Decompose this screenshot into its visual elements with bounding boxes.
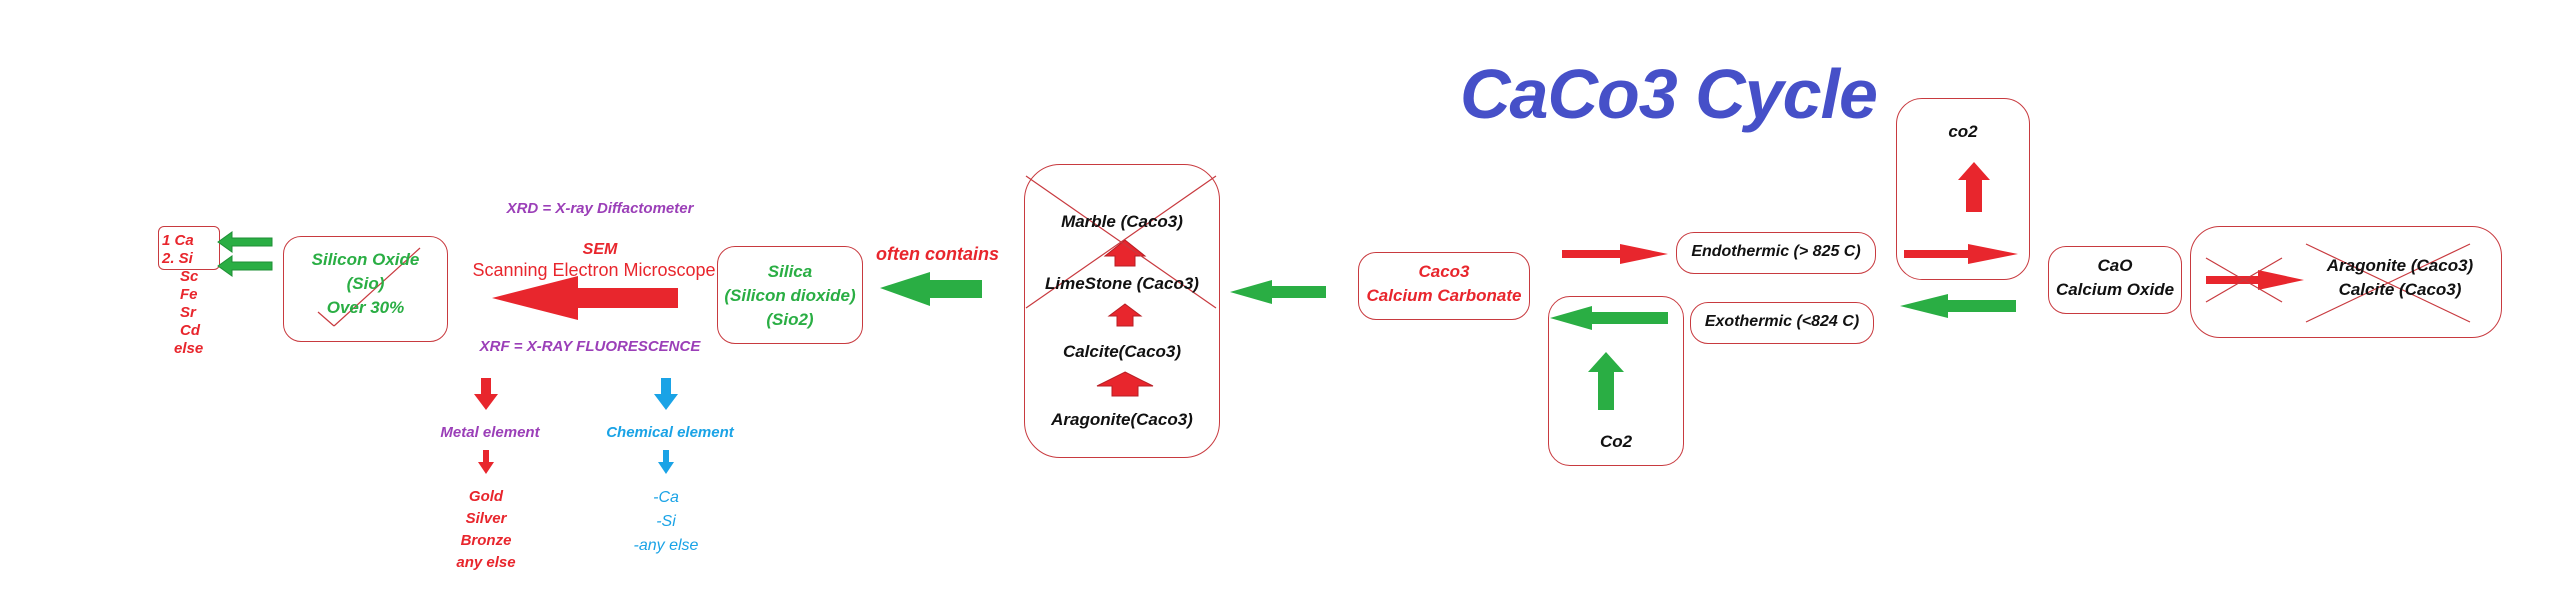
aragonite-calcite-box: [2190, 226, 2502, 338]
green-up-arrow-co2: [1588, 352, 1624, 410]
co2-bottom-label: Co2: [1599, 432, 1633, 451]
silica-line3: (Sio2): [766, 310, 814, 329]
silicon-oxide-line2: (Sio): [346, 274, 385, 293]
elements-list-box: [158, 226, 220, 270]
element-si: 2. Si: [162, 250, 193, 267]
green-arrow-to-si: [217, 255, 273, 277]
chemical-ca: -Ca: [653, 489, 679, 506]
green-arrow-from-cao: [1900, 294, 2016, 318]
chemical-list: -Ca -Si -any else: [600, 486, 732, 558]
silica-box: [717, 246, 863, 344]
chemical-si: -Si: [656, 513, 676, 530]
element-fe: Fe: [180, 286, 198, 303]
rocks-box: [1024, 164, 1220, 458]
silicon-oxide-line3: Over 30%: [326, 298, 405, 317]
red-arrow-aragonite-to-cao: [2206, 270, 2304, 290]
caco3-line2: Calcium Carbonate: [1366, 286, 1522, 305]
metal-list: Gold Silver Bronze any else: [420, 486, 552, 574]
green-arrow-exothermic: [1550, 306, 1668, 330]
element-cd: Cd: [180, 322, 200, 339]
element-sr: Sr: [180, 304, 196, 321]
metal-gold: Gold: [468, 488, 504, 505]
endothermic-label: Endothermic (> 825 C): [1691, 243, 1861, 260]
element-sc: Sc: [180, 268, 199, 285]
endothermic-box: [1676, 232, 1876, 274]
metal-any-else: any else: [456, 554, 516, 571]
elements-list: 1 Ca 2. Si Sc Fe Sr Cd else: [162, 232, 218, 358]
red-arrow-to-endothermic: [1562, 244, 1668, 264]
xrd-label: XRD = X-ray Diffactometer: [506, 200, 694, 217]
blue-down-arrow-chemical: [654, 378, 678, 410]
exothermic-label: Exothermic (<824 C): [1704, 313, 1860, 330]
caco3-box: [1358, 252, 1530, 320]
chemical-element-label: Chemical element: [606, 424, 734, 441]
co2-top-box: [1896, 98, 2030, 280]
aragonite-calcite-line2: Calcite (Caco3): [2338, 280, 2462, 299]
sem-full: Scanning Electron Microscope: [472, 260, 716, 280]
red-up-arrow-calcite: [1107, 303, 1143, 327]
blue-down-arrow-chemical-list: [658, 450, 674, 474]
silicon-oxide-line1: Silicon Oxide: [311, 250, 420, 269]
green-arrow-to-rocks: [1230, 280, 1326, 304]
co2-bottom-box: [1548, 296, 1684, 466]
xrf-label: XRF = X-RAY FLUORESCENCE: [479, 338, 701, 355]
rock-calcite: Calcite(Caco3): [1062, 342, 1182, 361]
element-else: else: [174, 340, 204, 357]
cao-line1: CaO: [2097, 256, 2133, 275]
aragonite-calcite-line1: Aragonite (Caco3): [2326, 256, 2474, 275]
metal-element-label: Metal element: [440, 424, 540, 441]
silicon-oxide-box: [283, 236, 448, 342]
green-arrow-often-contains: [880, 272, 982, 306]
green-arrow-to-ca: [217, 231, 273, 253]
silica-line1: Silica: [767, 262, 813, 281]
caco3-line1: Caco3: [1418, 262, 1470, 281]
red-arrow-to-silicon-oxide: [492, 276, 678, 320]
metal-bronze: Bronze: [460, 532, 512, 549]
chemical-any-else: -any else: [633, 537, 699, 554]
rock-aragonite: Aragonite(Caco3): [1051, 410, 1193, 429]
sem-title: SEM: [582, 241, 618, 258]
red-up-arrow-aragonite: [1096, 371, 1154, 397]
co2-top-label: co2: [1948, 122, 1978, 141]
element-ca: 1 Ca: [162, 232, 194, 249]
silica-line2: (Silicon dioxide): [724, 286, 856, 305]
diagram-title: CaCo3 Cycle: [1460, 55, 1878, 133]
metal-silver: Silver: [465, 510, 507, 527]
exothermic-box: [1690, 302, 1874, 344]
red-down-arrow-metal: [474, 378, 498, 410]
rock-marble: Marble (Caco3): [1061, 212, 1183, 231]
red-up-arrow-limestone: [1103, 239, 1147, 267]
rock-limestone: LimeStone (Caco3): [1045, 274, 1199, 293]
cao-line2: Calcium Oxide: [2055, 280, 2175, 299]
often-contains-label: often contains: [876, 244, 1000, 264]
red-down-arrow-metal-list: [478, 450, 494, 474]
cao-box: [2048, 246, 2182, 314]
red-up-arrow-co2: [1958, 162, 1990, 212]
red-arrow-to-co2-box: [1904, 244, 2018, 264]
